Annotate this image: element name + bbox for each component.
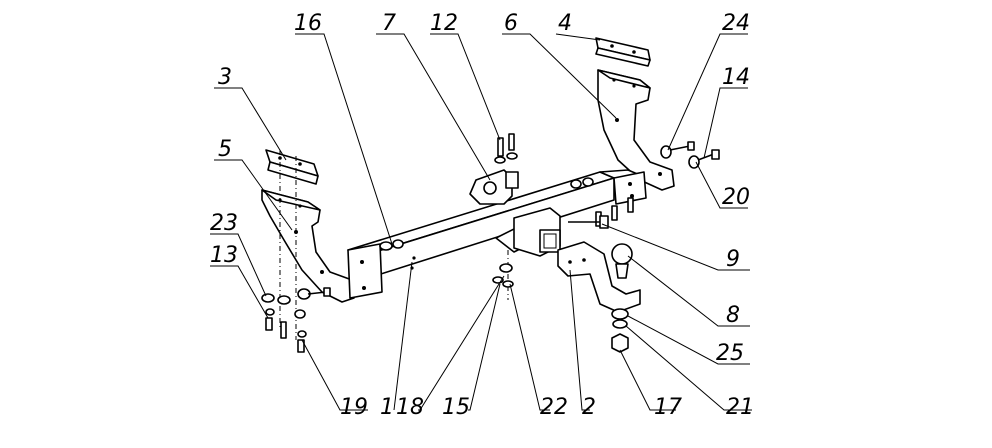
callout-20: 20 xyxy=(722,185,750,210)
left-fasteners xyxy=(261,287,331,353)
callout-12: 12 xyxy=(430,11,458,36)
callout-22: 22 xyxy=(540,395,568,420)
part-3-plate xyxy=(265,149,319,185)
part-16-washer xyxy=(379,239,404,251)
ball-fasteners xyxy=(611,308,629,353)
callout-2: 2 xyxy=(582,395,596,420)
callout-3: 3 xyxy=(218,65,232,90)
callout-8: 8 xyxy=(726,303,740,328)
callout-18: 18 xyxy=(396,395,424,420)
part-6-right-bracket xyxy=(597,69,675,191)
part-1-cross-beam xyxy=(347,169,647,299)
part-8-tow-ball xyxy=(611,243,633,279)
leader-lines xyxy=(210,33,752,411)
callout-16: 16 xyxy=(294,11,322,36)
part-2-drawbar xyxy=(557,241,641,313)
callout-21: 21 xyxy=(726,395,754,420)
receiver-tube xyxy=(492,207,561,288)
callout-15: 15 xyxy=(442,395,470,420)
part-9-pin xyxy=(568,215,609,229)
callout-9: 9 xyxy=(726,247,740,272)
callout-14: 14 xyxy=(722,65,750,90)
beam-right-fasteners xyxy=(570,177,634,227)
callout-7: 7 xyxy=(382,11,396,36)
right-bolts xyxy=(660,141,720,169)
callout-13: 13 xyxy=(210,243,238,268)
callout-19: 19 xyxy=(340,395,368,420)
part-12-bolts xyxy=(494,133,518,164)
callout-23: 23 xyxy=(210,211,238,236)
part-7-socket-bracket xyxy=(469,169,519,205)
callout-1: 1 xyxy=(380,395,394,420)
callout-24: 24 xyxy=(722,11,750,36)
callout-4: 4 xyxy=(558,11,572,36)
callout-17: 17 xyxy=(654,395,682,420)
callout-6: 6 xyxy=(504,11,518,36)
callout-25: 25 xyxy=(716,341,744,366)
callout-5: 5 xyxy=(218,137,232,162)
callout-labels: 16 7 12 6 4 24 14 3 5 20 23 13 9 8 25 19… xyxy=(210,11,754,420)
part-4-plate xyxy=(595,37,651,67)
